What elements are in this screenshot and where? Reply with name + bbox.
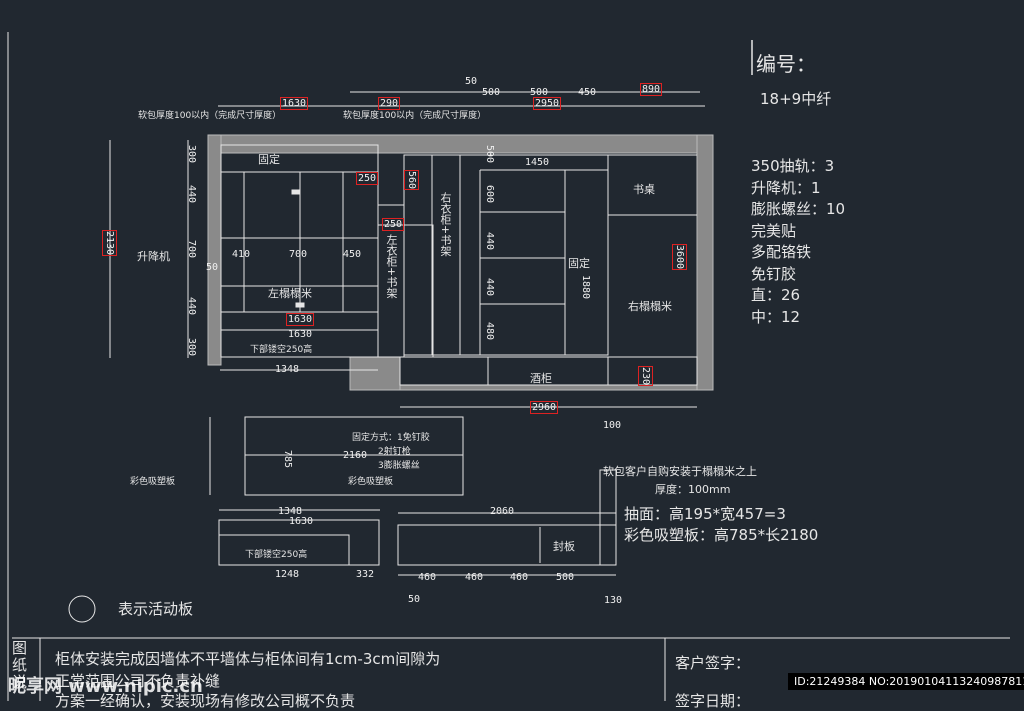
side-title: 图纸说 [12,639,28,691]
dim: 1248 [275,569,300,580]
dim: 2160 [343,450,368,461]
bed-void-label: 下部镂空250高 [245,550,308,560]
label-right-tatami: 右榻榻米 [628,300,672,313]
dim: 500 [484,145,495,164]
dim: 300 [186,145,197,164]
board-note: 彩色吸塑板：高785*长2180 [624,526,819,544]
dim: 1348 [278,506,303,517]
dim: 480 [484,322,495,341]
label-fixed-top: 固定 [258,153,280,166]
customer-sign: 客户签字： [675,654,751,672]
parts-item: 膨胀螺丝：10 [751,200,846,218]
dim: 332 [356,569,375,580]
dim: 700 [289,249,308,260]
footer-note-2: 正常范围公司不负责补缝 [55,672,221,690]
cab-seal-label: 封板 [553,540,575,553]
parts-item: 完美贴 [751,221,797,240]
image-id-banner: ID:21249384 NO:20190104113240987811 [788,673,1024,690]
dim: 700 [186,240,197,259]
panel-note: 软包客户自购安装于榻榻米之上 [603,465,757,478]
watermark-logo: 昵享网 www.nipic.cn [8,676,203,697]
dim: 500 [482,87,501,98]
dim: 250 [356,172,379,185]
board-fix-1: 固定方式：1免钉胶 [352,433,430,443]
dim: 3600 [672,244,687,271]
label-left-void: 下部镂空250高 [250,345,313,355]
dim: 890 [640,83,663,96]
dim: 2060 [490,506,515,517]
dim: 50 [206,262,219,273]
board-fix-3: 3膨胀螺丝 [378,461,420,471]
dim: 785 [282,450,293,469]
dim: 450 [578,87,597,98]
dim: 440 [484,278,495,297]
label-lift: 升降机 [137,250,170,263]
dim: 100 [603,420,622,431]
dim: 440 [186,297,197,316]
parts-item: 升降机：1 [751,178,821,197]
dim: 450 [343,249,362,260]
dim: 600 [484,185,495,204]
parts-item: 多配铬铁 [751,243,812,261]
dim: 410 [232,249,251,260]
label-desk: 书桌 [633,183,655,196]
dim: 250 [382,218,405,231]
dim: 500 [530,87,549,98]
dim: 290 [378,97,401,110]
dim: 1348 [275,364,300,375]
dim: 1450 [525,157,550,168]
dim: 2130 [102,230,117,257]
dim: 1630 [289,516,314,527]
dim: 130 [604,595,623,606]
label-right-wardrobe: 右衣柜+书架 [439,192,452,257]
dim: 1630 [286,313,315,326]
dim: 460 [465,572,484,583]
dim: 1880 [580,275,591,300]
dim: 1630 [288,329,313,340]
parts-item: 中：12 [751,307,801,326]
board-side-label: 彩色吸塑板 [130,477,176,487]
label-left-tatami: 左榻榻米 [268,287,312,300]
board-fix-2: 2射钉枪 [378,447,411,457]
parts-item: 350抽轨：3 [751,157,835,175]
footer-note-1: 柜体安装完成因墙体不平墙体与柜体间有1cm-3cm间隙为 [55,650,441,668]
dim: 440 [186,185,197,204]
dim: 50 [465,76,478,87]
drawer-face-note: 抽面：高195*宽457=3 [624,505,786,523]
dim: 1630 [280,97,309,110]
parts-item: 直：26 [751,286,801,304]
dim: 230 [638,366,653,387]
dim: 50 [408,594,421,605]
dim: 2950 [533,97,562,110]
number-label: 编号： [756,52,816,76]
label-left-wardrobe: 左衣柜+书架 [385,234,398,299]
label-wine: 酒柜 [530,372,552,385]
dim: 460 [418,572,437,583]
dim: 440 [484,232,495,251]
dim: 2960 [530,401,559,414]
soft-note-left: 软包厚度100以内（完成尺寸厚度） [138,111,282,121]
soft-note-right: 软包厚度100以内（完成尺寸厚度） [343,111,487,121]
parts-item: 免钉胶 [751,264,797,283]
parts-list: 350抽轨：3 升降机：1 膨胀螺丝：10 完美贴 多配铬铁 免钉胶 直：26 … [751,156,845,328]
material-label: 18+9中纤 [760,90,832,108]
dim: 300 [186,338,197,357]
board-label: 彩色吸塑板 [348,477,394,487]
legend-active-board: 表示活动板 [118,600,194,618]
label-fixed-mid: 固定 [568,257,590,270]
dim: 560 [404,170,419,191]
dim: 460 [510,572,529,583]
thickness-note: 厚度：100mm [655,483,731,496]
dim: 500 [556,572,575,583]
